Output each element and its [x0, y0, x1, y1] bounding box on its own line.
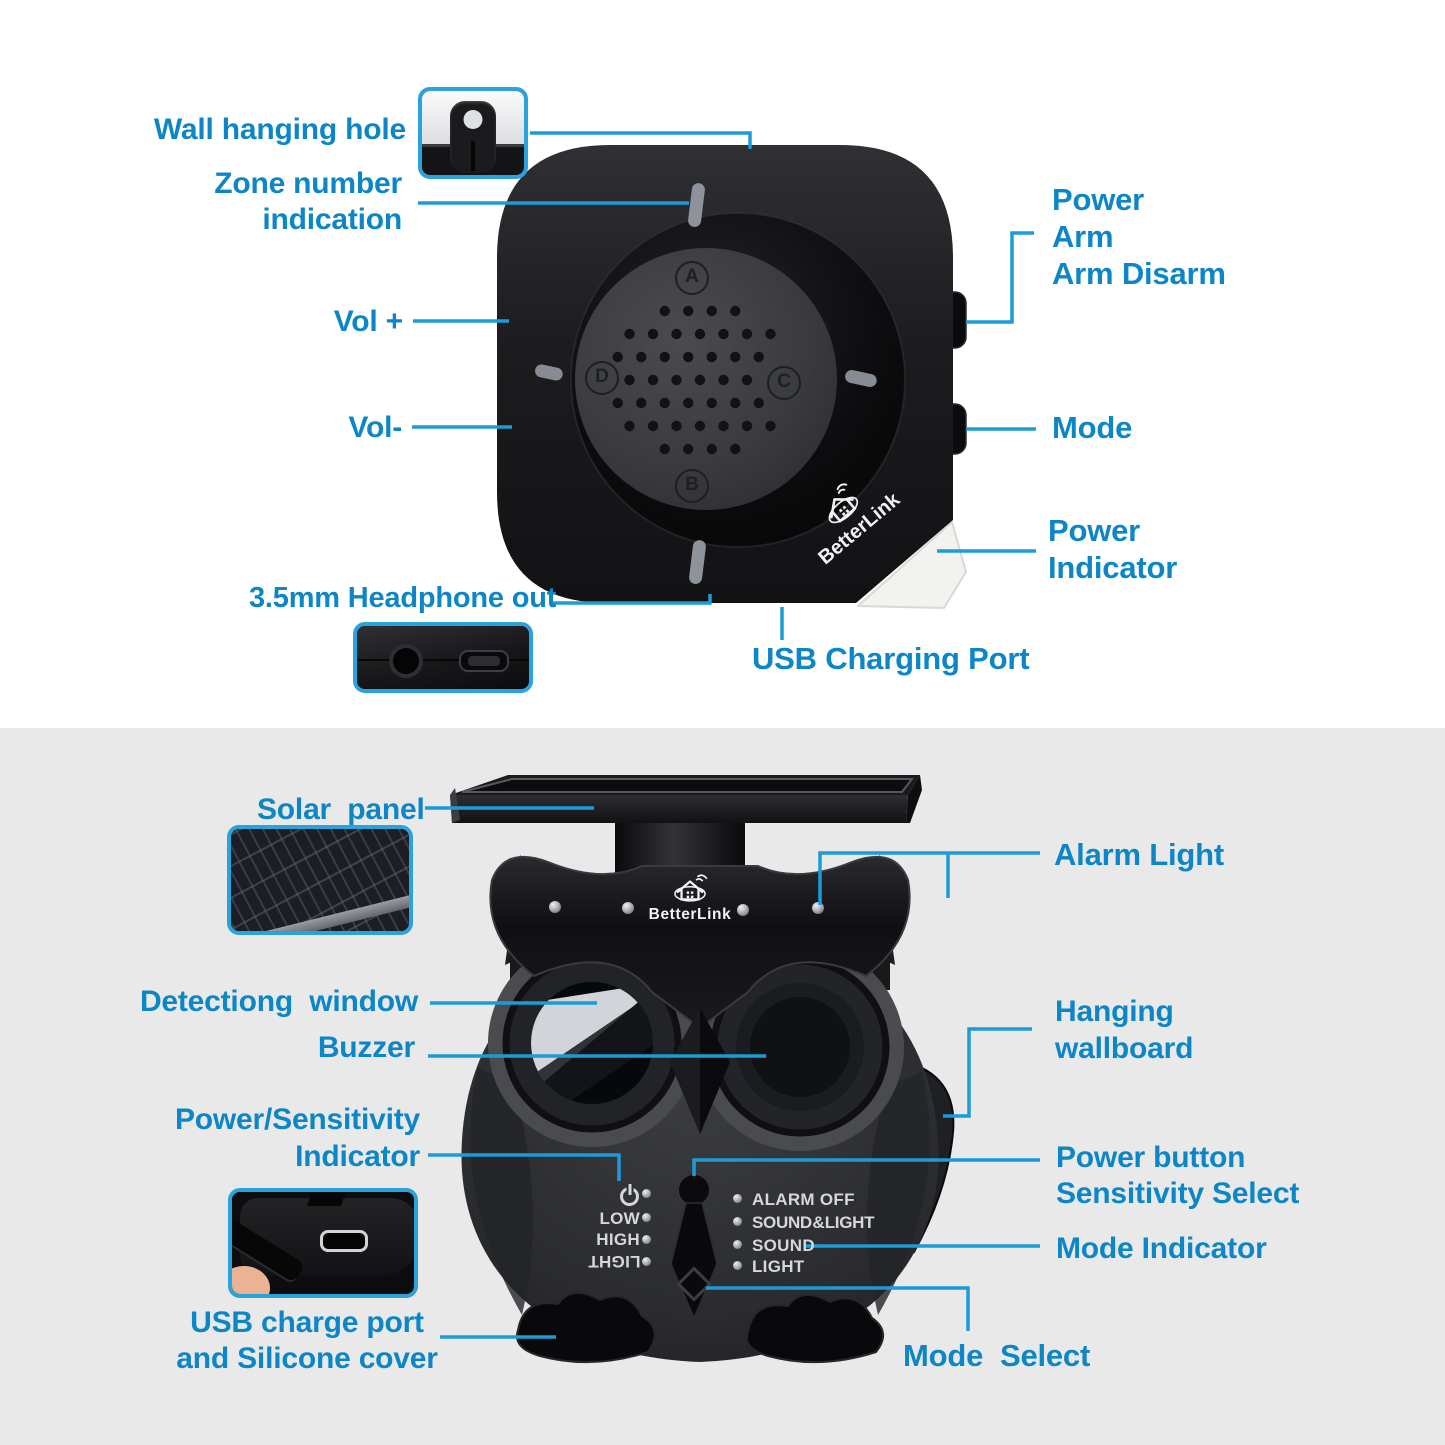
- label-alarm-light: Alarm Light: [1054, 837, 1225, 872]
- house-wifi-icon: [673, 874, 708, 902]
- zone-led-top: [688, 183, 705, 227]
- sensitivity-label-high: HIGH: [596, 1230, 640, 1249]
- mode-select-knob[interactable]: [670, 1173, 718, 1320]
- sensitivity-led-low: [642, 1213, 651, 1222]
- leader-headphone-out: [553, 594, 712, 605]
- zone-led-bottom: [689, 540, 706, 584]
- solar-panel-inset: [227, 825, 413, 935]
- solar-panel-shape: [450, 775, 922, 823]
- leader-mode-select: [706, 1286, 970, 1331]
- mode-label-alarm-off: ALARM OFF: [752, 1190, 855, 1209]
- label-mode-select: Mode Select: [903, 1338, 1091, 1373]
- label-solar-panel: Solar panel: [257, 793, 425, 826]
- owl-detector-device: [450, 775, 955, 1364]
- sensitivity-label-low: LOW: [599, 1209, 640, 1228]
- power-sensitivity-button[interactable]: [677, 1173, 711, 1207]
- usb-c-port: [320, 1230, 368, 1252]
- leader-power-arm: [966, 231, 1034, 324]
- zone-letter-a: A: [675, 261, 709, 295]
- leader-lines: [412, 131, 1040, 1339]
- label-usb-charging-port: USB Charging Port: [752, 641, 1030, 676]
- label-power-indicator: Power Indicator: [1048, 513, 1178, 585]
- owl-brand-text: BetterLink: [648, 906, 732, 923]
- mode-led-sound-light: [733, 1217, 742, 1226]
- power-indicator-lens: [857, 521, 967, 609]
- leader-hanging-wallboard: [943, 1027, 1032, 1118]
- left-wing: [470, 1068, 533, 1315]
- label-hanging-wallboard: Hanging wallboard: [1055, 995, 1194, 1065]
- mode-led-alarm-off: [733, 1194, 742, 1203]
- right-wing: [867, 1072, 930, 1315]
- headphone-usb-inset: [353, 622, 533, 693]
- owl-beak: [670, 1008, 730, 1134]
- label-power-arm: Power Arm Arm Disarm: [1052, 182, 1226, 291]
- leader-power-button: [692, 1158, 1040, 1176]
- wall-hanging-hole-inset: [418, 87, 528, 179]
- leader-alarm-light: [818, 851, 1040, 905]
- sensitivity-led-power: [642, 1189, 651, 1198]
- hook-hole: [463, 110, 483, 129]
- label-headphone-out: 3.5mm Headphone out: [249, 582, 557, 614]
- label-usb-charge-port: USB charge port and Silicone cover: [176, 1306, 438, 1375]
- mode-label-sound: SOUND: [752, 1236, 815, 1255]
- headphone-jack-hole: [393, 648, 419, 674]
- micro-usb-port: [459, 650, 509, 672]
- leader-power-sensitivity: [428, 1153, 621, 1181]
- label-vol-minus: Vol-: [348, 411, 402, 444]
- leader-wall-hanging-hole: [530, 131, 752, 149]
- mode-led-light: [733, 1261, 742, 1270]
- zone-letter-b: B: [675, 469, 709, 503]
- alarm-light-led-3: [737, 904, 749, 916]
- owl-feet: [516, 1292, 884, 1364]
- zone-letter-c: C: [767, 366, 801, 400]
- zone-led-right: [845, 370, 877, 387]
- zone-letter-d: D: [585, 361, 619, 395]
- sensitivity-label-light-flipped: LIGHT: [587, 1252, 641, 1271]
- label-mode-indicator: Mode Indicator: [1056, 1232, 1267, 1265]
- receiver-device: [497, 145, 967, 609]
- mode-label-sound-light: SOUND & LIGHT: [752, 1213, 875, 1232]
- alarm-light-led-1: [549, 901, 561, 913]
- owl-brand-logo: BetterLink: [640, 874, 740, 924]
- zone-led-left: [535, 364, 563, 381]
- label-wall-hanging-hole: Wall hanging hole: [153, 113, 406, 146]
- owl-mask: [489, 855, 911, 1030]
- label-power-sensitivity-indicator: Power/Sensitivity Indicator: [174, 1103, 420, 1173]
- power-icon: [620, 1187, 639, 1206]
- mode-led-sound: [733, 1240, 742, 1249]
- solar-panel-pole: [615, 808, 745, 880]
- speaker-holes: [612, 305, 776, 455]
- label-detecting-window: Detectiong window: [139, 985, 418, 1018]
- label-buzzer: Buzzer: [317, 1031, 415, 1064]
- hook-tab: [450, 101, 496, 173]
- speaker-plate: [575, 248, 837, 510]
- alarm-light-led-4: [812, 902, 824, 914]
- label-power-button: Power button Sensitivity Select: [1056, 1141, 1300, 1210]
- sensitivity-led-high: [642, 1235, 651, 1244]
- usb-charge-inset: [228, 1188, 418, 1298]
- alarm-light-led-2: [622, 902, 634, 914]
- label-vol-plus: Vol +: [333, 305, 404, 338]
- detecting-window-eye: [502, 953, 682, 1133]
- label-mode: Mode: [1052, 410, 1133, 445]
- mode-label-light: LIGHT: [752, 1257, 805, 1276]
- label-zone-number-indication: Zone number indication: [214, 167, 402, 236]
- sensitivity-led-light: [642, 1257, 651, 1266]
